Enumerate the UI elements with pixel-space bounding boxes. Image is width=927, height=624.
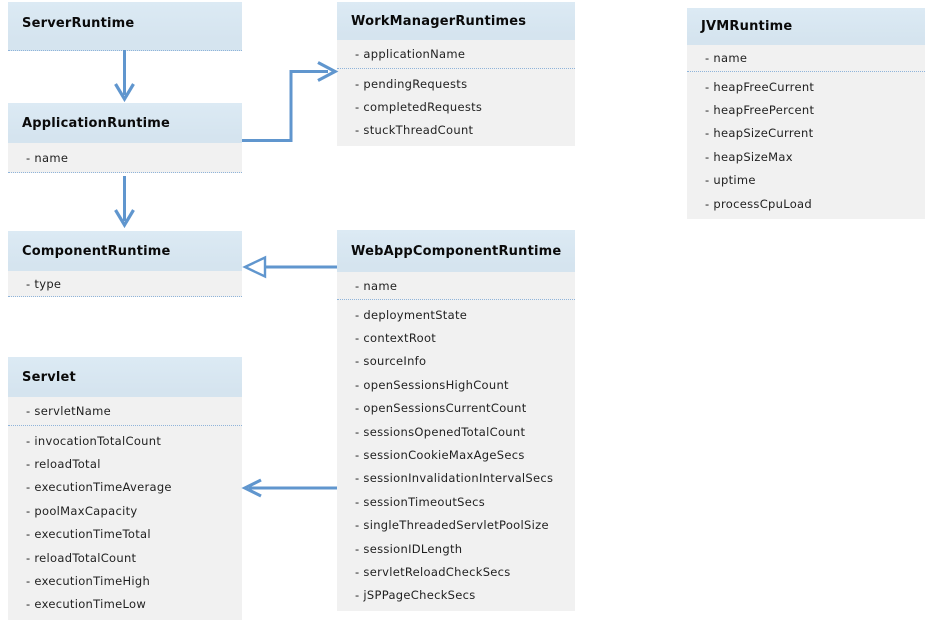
attribute-row: - processCpuLoad bbox=[705, 196, 813, 211]
attribute-row: - heapSizeMax bbox=[705, 149, 793, 164]
class-header: Servlet bbox=[8, 357, 242, 397]
class-title: WebAppComponentRuntime bbox=[351, 243, 562, 259]
class-box-server-runtime: ServerRuntime bbox=[8, 2, 242, 51]
arrowhead-right-icon bbox=[317, 61, 339, 82]
attributes-compartment: - name bbox=[8, 143, 242, 173]
class-box-jvm-runtime: JVMRuntime - name - heapFreeCurrent - he… bbox=[687, 8, 925, 220]
class-title: ServerRuntime bbox=[22, 16, 135, 31]
connector-server-to-application bbox=[114, 50, 135, 103]
arrowhead-down-icon bbox=[114, 209, 135, 229]
attribute-row: - name bbox=[705, 51, 748, 65]
connector-application-to-component bbox=[114, 176, 135, 229]
class-box-application-runtime: ApplicationRuntime - name bbox=[8, 103, 242, 173]
class-title: WorkManagerRuntimes bbox=[351, 13, 527, 29]
class-header: JVMRuntime bbox=[687, 8, 925, 45]
attribute-row: - sessionIDLength bbox=[355, 541, 463, 556]
attribute-row: - jSPPageCheckSecs bbox=[355, 588, 476, 603]
attribute-row: - invocationTotalCount bbox=[26, 433, 162, 448]
attribute-row: - poolMaxCapacity bbox=[26, 503, 138, 518]
class-header: WorkManagerRuntimes bbox=[337, 2, 575, 40]
attributes-compartment-secondary: - invocationTotalCount - reloadTotal - e… bbox=[8, 426, 242, 621]
attributes-compartment-primary: - applicationName bbox=[337, 40, 575, 69]
attribute-row: - servletReloadCheckSecs bbox=[355, 564, 511, 579]
attribute-row: - reloadTotalCount bbox=[26, 550, 137, 565]
attribute-row: - executionTimeAverage bbox=[26, 480, 172, 495]
attributes-compartment-secondary: - pendingRequests - completedRequests - … bbox=[337, 69, 575, 147]
attribute-row: - stuckThreadCount bbox=[355, 123, 474, 138]
class-box-component-runtime: ComponentRuntime - type bbox=[8, 231, 242, 297]
attribute-row: - reloadTotal bbox=[26, 457, 101, 472]
attribute-row: - sourceInfo bbox=[355, 354, 427, 369]
class-header: ComponentRuntime bbox=[8, 231, 242, 271]
attributes-compartment-primary: - name bbox=[337, 272, 575, 300]
attribute-row: - executionTimeLow bbox=[26, 597, 147, 612]
class-title: ApplicationRuntime bbox=[22, 115, 171, 131]
class-title: Servlet bbox=[22, 369, 76, 385]
attribute-row: - deploymentState bbox=[355, 307, 468, 322]
class-box-web-app-component-runtime: WebAppComponentRuntime - name - deployme… bbox=[337, 230, 575, 612]
attribute-row: - sessionsOpenedTotalCount bbox=[355, 424, 526, 439]
attributes-compartment-primary: - servletName bbox=[8, 397, 242, 426]
attribute-row: - openSessionsCurrentCount bbox=[355, 401, 527, 416]
attribute-row: - singleThreadedServletPoolSize bbox=[355, 518, 549, 533]
class-box-servlet: Servlet - servletName - invocationTotalC… bbox=[8, 357, 242, 621]
attribute-row: - sessionTimeoutSecs bbox=[355, 494, 486, 509]
class-header: ServerRuntime bbox=[8, 2, 242, 45]
attribute-row: - executionTimeTotal bbox=[26, 527, 151, 542]
attributes-compartment-primary: - name bbox=[687, 45, 925, 72]
attribute-row: - contextRoot bbox=[355, 331, 437, 346]
connector-application-to-workmanager bbox=[242, 61, 339, 142]
attributes-compartment-secondary: - heapFreeCurrent - heapFreePercent - he… bbox=[687, 72, 925, 220]
attribute-row: - executionTimeHigh bbox=[26, 574, 151, 589]
class-title: JVMRuntime bbox=[701, 19, 793, 34]
attributes-compartment: - type bbox=[8, 271, 242, 297]
class-box-work-manager-runtimes: WorkManagerRuntimes - applicationName - … bbox=[337, 2, 575, 147]
class-title: ComponentRuntime bbox=[22, 243, 171, 259]
attributes-compartment-secondary: - deploymentState - contextRoot - source… bbox=[337, 300, 575, 612]
arrowhead-left-icon bbox=[241, 478, 262, 498]
attribute-row: - heapFreeCurrent bbox=[705, 79, 815, 94]
attribute-row: - servletName bbox=[26, 404, 112, 418]
attribute-row: - name bbox=[355, 278, 398, 293]
arrowhead-down-icon bbox=[114, 83, 135, 103]
attribute-row: - sessionInvalidationIntervalSecs bbox=[355, 471, 554, 486]
attribute-row: - openSessionsHighCount bbox=[355, 377, 509, 392]
attribute-row: - heapSizeCurrent bbox=[705, 126, 814, 141]
attribute-row: - pendingRequests bbox=[355, 76, 468, 91]
arrowhead-hollow-triangle-icon bbox=[242, 255, 267, 279]
connector-webapp-to-servlet bbox=[241, 478, 337, 498]
attribute-row: - completedRequests bbox=[355, 100, 483, 115]
attribute-row: - heapFreePercent bbox=[705, 103, 815, 118]
attribute-row: - applicationName bbox=[355, 47, 466, 61]
class-header: WebAppComponentRuntime bbox=[337, 230, 575, 272]
attributes-compartment bbox=[8, 45, 242, 51]
class-header: ApplicationRuntime bbox=[8, 103, 242, 143]
attribute-row: - uptime bbox=[705, 173, 756, 188]
connector-webapp-to-component bbox=[242, 255, 337, 279]
attribute-row: - sessionCookieMaxAgeSecs bbox=[355, 448, 525, 463]
attribute-row: - name bbox=[26, 150, 69, 165]
attribute-row: - type bbox=[26, 276, 62, 291]
